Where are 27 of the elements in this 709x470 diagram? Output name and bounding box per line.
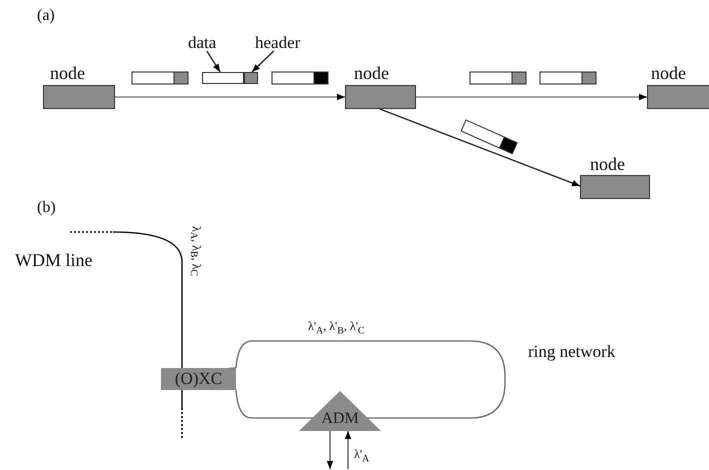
node-label: node	[354, 64, 389, 82]
arrow	[326, 431, 334, 469]
panel-label: (b)	[37, 200, 56, 216]
callout-label: data	[188, 34, 216, 51]
wdm-line	[181, 390, 183, 408]
arrow	[380, 108, 580, 187]
edge-label: λ'$_{A}$	[354, 448, 370, 464]
wdm-line	[112, 231, 183, 368]
panel-label: (a)	[37, 8, 55, 24]
ring-line	[235, 340, 506, 419]
leader-arrow	[206, 50, 221, 72]
line-label: WDM line	[15, 251, 92, 269]
edge-label: λ'$_{A}$, λ'$_{B}$, λ'$_{C}$	[308, 320, 365, 336]
node-label: ADM	[320, 411, 360, 427]
callout-label: header	[255, 34, 300, 51]
arrow	[344, 431, 352, 469]
leader-arrow	[252, 50, 274, 72]
arrow	[115, 94, 345, 100]
node-label: node	[50, 64, 85, 82]
data-segment	[202, 72, 244, 84]
arrow	[416, 94, 647, 100]
switch-box: (O)XC	[161, 368, 236, 390]
ring-line	[235, 390, 313, 419]
header-segment	[244, 72, 258, 84]
node-label: node	[651, 64, 686, 82]
node-label: node	[590, 155, 625, 173]
network-label: ring network	[528, 343, 616, 360]
